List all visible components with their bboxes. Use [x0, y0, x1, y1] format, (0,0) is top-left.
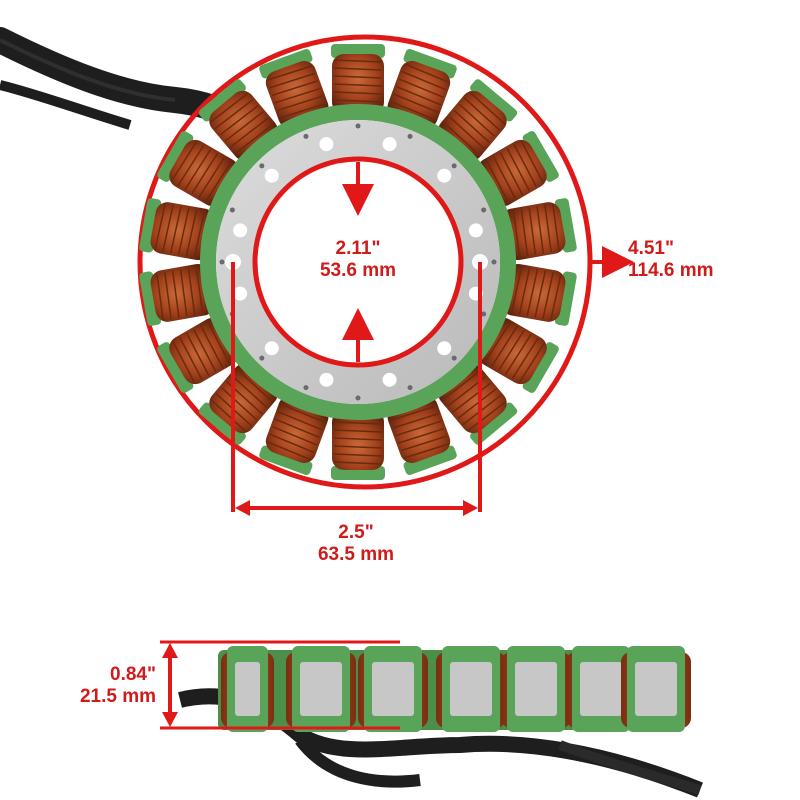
plate-hole [319, 137, 334, 152]
stator-coil [331, 44, 385, 114]
outer-diameter-label: 4.51" 114.6 mm [628, 238, 714, 282]
inner-diameter-inches: 2.11" [335, 238, 381, 259]
stator-coil [501, 263, 577, 326]
side-coil [358, 646, 428, 732]
center-bore [255, 159, 461, 365]
bolt-spacing-inches: 2.5" [338, 522, 374, 543]
inner-diameter-outline [252, 156, 464, 368]
side-coil [436, 646, 506, 732]
height-dimension [160, 640, 400, 730]
outer-diameter-mm: 114.6 mm [628, 260, 714, 281]
height-inches: 0.84" [110, 664, 156, 685]
plate-hole [451, 355, 457, 361]
stator-coil [139, 198, 215, 261]
stator-coils [139, 44, 577, 480]
plate-hole [451, 163, 457, 169]
side-coil [566, 646, 636, 732]
plate-hole [229, 207, 235, 213]
stator-side-view [178, 646, 703, 798]
side-coil [221, 646, 274, 732]
plate-hole [264, 341, 279, 356]
plate-hole [481, 207, 487, 213]
plate-hole [319, 372, 334, 387]
side-coil [501, 646, 571, 732]
stator-coil [331, 410, 385, 480]
side-coil [286, 646, 356, 732]
stator-coil [501, 198, 577, 261]
bolt-spacing-label: 2.5" 63.5 mm [306, 522, 406, 566]
height-mm: 21.5 mm [79, 686, 156, 707]
plate-hole [407, 133, 413, 139]
bolt-spacing-dimension [231, 262, 482, 516]
inner-diameter-mm: 53.6 mm [319, 260, 397, 281]
plate-hole [468, 223, 483, 238]
plate-hole [491, 259, 497, 265]
plate-hole [219, 259, 225, 265]
inner-diameter-label: 2.11" 53.6 mm [308, 238, 408, 282]
plate-hole [233, 223, 248, 238]
plate-hole [437, 168, 452, 183]
plate-hole [407, 385, 413, 391]
plate-hole [437, 341, 452, 356]
bolt-spacing-mm: 63.5 mm [317, 544, 395, 565]
green-insulation-ring [200, 104, 516, 420]
plate-hole [382, 137, 397, 152]
plate-hole [303, 133, 309, 139]
height-label: 0.84" 21.5 mm [36, 664, 156, 708]
plate-hole [382, 372, 397, 387]
outer-diameter-inches: 4.51" [628, 238, 674, 259]
plate-hole [259, 355, 265, 361]
plate-hole [259, 163, 265, 169]
plate-hole [264, 168, 279, 183]
plate-hole [303, 385, 309, 391]
plate-hole [355, 395, 361, 401]
plate-hole [233, 286, 248, 301]
plate-hole [481, 311, 487, 317]
plate-hole [355, 123, 361, 129]
side-coil [621, 646, 691, 732]
